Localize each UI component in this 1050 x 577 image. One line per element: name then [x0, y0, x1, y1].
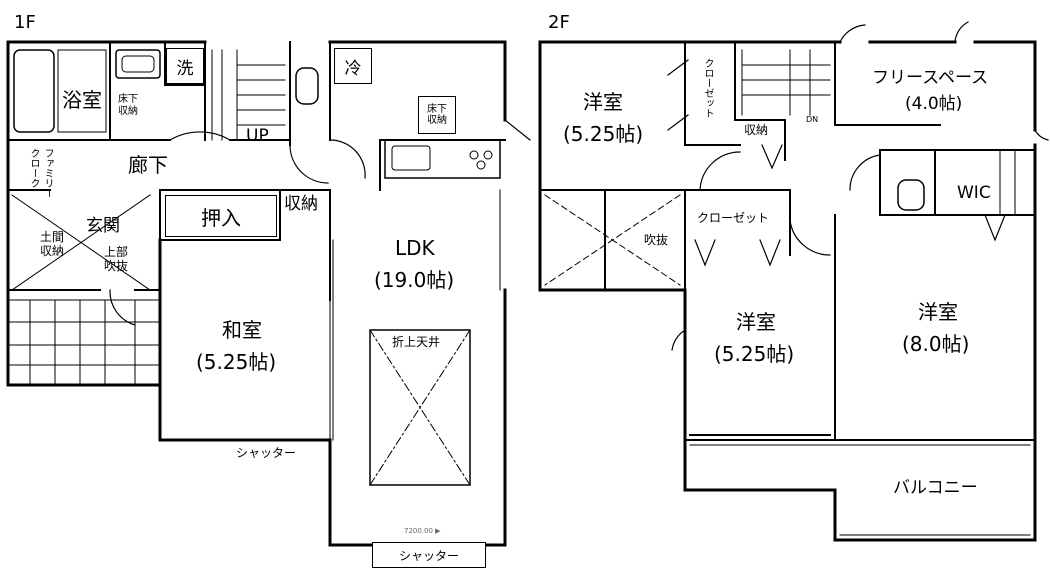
room-wic: WIC	[957, 183, 991, 203]
stairs-up-label: UP	[246, 126, 269, 146]
dimension-label: 7200.00 ▶	[404, 527, 441, 535]
room-free-space: フリースペース	[872, 68, 989, 88]
room-free-space-size: (4.0帖)	[905, 94, 963, 114]
1f-washitsu-bottom	[158, 378, 332, 442]
closet-2: クローゼット	[697, 211, 770, 225]
1f-outer-wall-right	[483, 288, 507, 547]
room-wash: 洗	[166, 48, 204, 84]
room-western-1-size: (5.25帖)	[563, 122, 644, 146]
room-western-1: 洋室	[583, 90, 623, 114]
shutter-label-2: シャッター	[372, 542, 486, 568]
void-label-2f: 吹抜	[644, 233, 669, 247]
room-ldk: LDK	[395, 236, 435, 260]
room-western-3-size: (8.0帖)	[902, 332, 970, 356]
room-ldk-size: (19.0帖)	[374, 268, 455, 292]
closet-1: クローゼット	[702, 58, 713, 118]
room-western-3: 洋室	[918, 300, 958, 324]
upper-void-label: 上部 吹抜	[104, 245, 129, 274]
room-western-2-size: (5.25帖)	[714, 342, 795, 366]
room-earth-storage: 土間 収納	[40, 230, 65, 259]
room-washitsu-size: (5.25帖)	[196, 350, 277, 374]
room-underfloor-storage-1: 床下 収納	[118, 94, 138, 117]
room-western-2: 洋室	[736, 310, 776, 334]
1f-outer-wall-left	[6, 40, 162, 387]
room-storage-2f: 収納	[744, 123, 769, 137]
room-bath: 浴室	[62, 88, 102, 112]
stairs-dn-label: DN	[806, 115, 819, 124]
fridge-space: 冷	[334, 48, 372, 84]
1f-outer-wall-top-right	[328, 40, 507, 122]
room-balcony: バルコニー	[893, 478, 978, 498]
room-oshiire: 押入	[165, 195, 277, 237]
room-family-cloak: クローク ファミリー	[28, 148, 53, 198]
room-hall: 廊下	[128, 153, 168, 177]
floor-label-2f: 2F	[548, 12, 570, 33]
room-underfloor-storage-2: 床下 収納	[418, 96, 456, 134]
shutter-label-1: シャッター	[236, 446, 297, 460]
1f-outer-wall-bottom	[328, 438, 374, 547]
room-entrance: 玄関	[86, 216, 120, 236]
floor-label-1f: 1F	[14, 12, 36, 33]
room-washitsu: 和室	[222, 318, 262, 342]
ceiling-label: 折上天井	[392, 335, 441, 349]
room-storage-1f: 収納	[284, 194, 318, 214]
